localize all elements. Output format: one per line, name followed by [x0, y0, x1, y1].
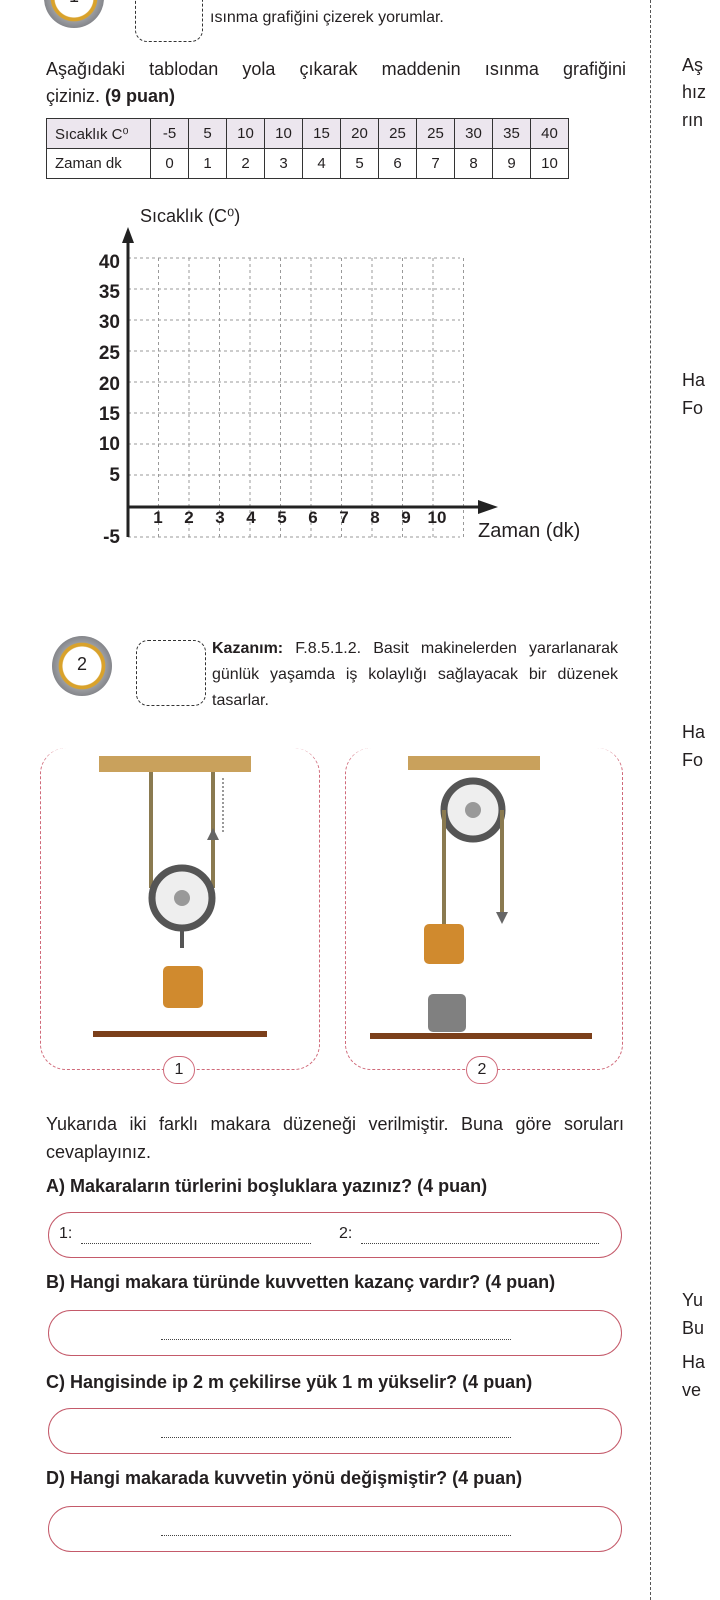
- objective-text: ısınma grafiğini çizerek yorumlar.: [210, 9, 444, 26]
- x-tick-label: 8: [370, 508, 380, 527]
- q1-instruction-2: çiziniz. (9 puan): [46, 86, 176, 106]
- y-tick-label: 5: [109, 465, 120, 486]
- y-tick-label: 35: [98, 282, 120, 303]
- answer-box: [136, 640, 206, 706]
- right-col-text: Yu: [682, 1290, 704, 1310]
- x-tick-label: 3: [215, 508, 225, 527]
- y-tick-label: 25: [98, 343, 120, 364]
- answer-c-field[interactable]: [48, 1408, 622, 1454]
- answer-a-field[interactable]: 1: 2:: [48, 1212, 622, 1258]
- right-col-text: Ha: [682, 1352, 706, 1372]
- right-col-text: Ha: [682, 370, 706, 390]
- right-col-text: Fo: [682, 398, 704, 418]
- y-tick-label: 10: [98, 434, 120, 455]
- x-tick-label: 10: [427, 508, 447, 527]
- y-tick-label: -5: [103, 527, 120, 548]
- right-col-text: rın: [682, 110, 704, 130]
- y-tick-label: 20: [98, 374, 120, 395]
- x-tick-label: 5: [277, 508, 287, 527]
- figure-1-frame: [40, 748, 320, 1070]
- question-c: C) Hangisinde ip 2 m çekilirse yük 1 m y…: [46, 1372, 533, 1392]
- kazanim-text: Kazanım: F.8.5.1.2. Basit makinelerden y…: [212, 640, 618, 709]
- right-col-text: Bu: [682, 1318, 705, 1338]
- question-a: A) Makaraların türlerini boşluklara yazı…: [46, 1176, 488, 1196]
- blank-graph-grid[interactable]: [80, 225, 640, 555]
- question-b: B) Hangi makara türünde kuvvetten kazanç…: [46, 1272, 556, 1292]
- y-tick-label: 40: [98, 252, 120, 273]
- graph-x-label: Zaman (dk): [478, 520, 581, 542]
- right-col-text: Ha: [682, 722, 706, 742]
- graph-y-label: Sıcaklık (C⁰): [140, 206, 241, 226]
- answer-b-field[interactable]: [48, 1310, 622, 1356]
- x-tick-label: 7: [339, 508, 349, 527]
- figure-2-frame: [345, 748, 623, 1070]
- right-col-text: hız: [682, 82, 707, 102]
- answer-d-field[interactable]: [48, 1506, 622, 1552]
- right-col-text: Aş: [682, 55, 704, 75]
- x-tick-label: 4: [246, 508, 256, 527]
- right-col-text: Fo: [682, 750, 704, 770]
- figure-2-number: 2: [466, 1056, 498, 1084]
- q2-intro: Yukarıda iki farklı makara düzeneği veri…: [46, 1114, 624, 1162]
- fixed-pulley-illustration: [370, 756, 592, 1039]
- right-col-text: ve: [682, 1380, 702, 1400]
- question-badge-2: 2: [52, 636, 112, 696]
- column-divider: [650, 0, 651, 1600]
- question-badge-1: 1: [44, 0, 104, 28]
- y-tick-label: 30: [98, 312, 120, 333]
- x-tick-label: 6: [308, 508, 318, 527]
- question-d: D) Hangi makarada kuvvetin yönü değişmiş…: [46, 1468, 523, 1488]
- movable-pulley-illustration: [93, 756, 267, 1037]
- x-tick-label: 9: [401, 508, 411, 527]
- q1-instruction: Aşağıdaki tablodan yola çıkarak maddenin…: [46, 59, 626, 79]
- answer-box: [135, 0, 203, 42]
- figure-1-number: 1: [163, 1056, 195, 1084]
- x-tick-label: 1: [153, 508, 163, 527]
- y-tick-label: 15: [98, 404, 120, 425]
- x-tick-label: 2: [184, 508, 194, 527]
